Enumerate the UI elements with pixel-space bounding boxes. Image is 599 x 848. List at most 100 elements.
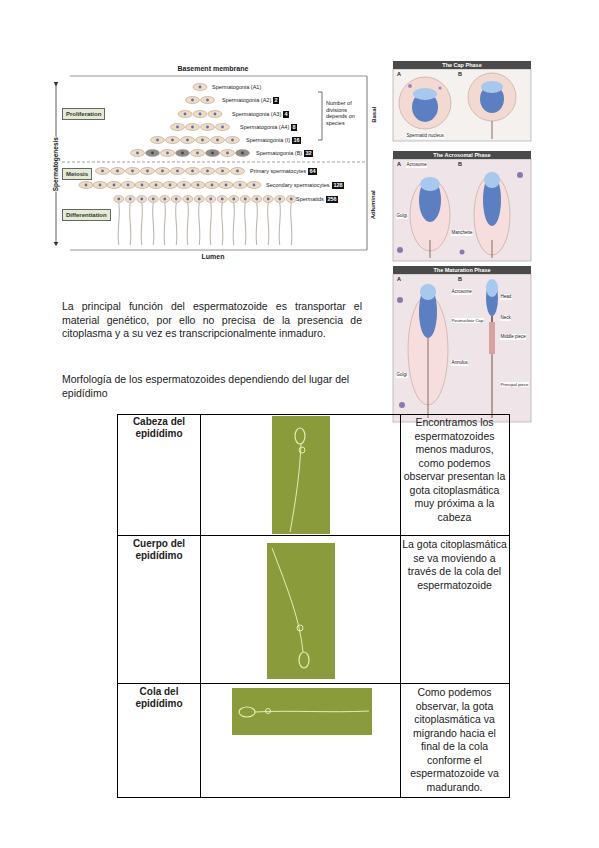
germ-cell bbox=[286, 196, 296, 203]
phase-box: Differentiation bbox=[62, 209, 111, 221]
germ-cell bbox=[193, 111, 207, 118]
table-cell: Encontramos los espermatozoides menos ma… bbox=[402, 416, 507, 524]
golgi-dot bbox=[438, 86, 441, 89]
cell-nucleus bbox=[241, 152, 244, 155]
panel-frame bbox=[393, 69, 531, 141]
germ-cell bbox=[217, 196, 227, 203]
cell-nucleus bbox=[201, 139, 204, 142]
sperm-tail bbox=[176, 203, 177, 245]
part-label: Golgi bbox=[396, 372, 408, 378]
cell-nucleus bbox=[152, 198, 155, 201]
tail bbox=[430, 240, 431, 258]
panel-letter: A bbox=[397, 71, 401, 78]
germ-cell bbox=[229, 196, 239, 203]
cell-nucleus bbox=[175, 198, 178, 201]
cell-label: Spermatogonia (A3) bbox=[232, 111, 281, 118]
part-label: Annulus bbox=[451, 360, 468, 366]
part-label: Neck bbox=[500, 315, 511, 321]
germ-cell bbox=[275, 196, 285, 203]
table-rule bbox=[117, 414, 509, 415]
neck bbox=[491, 316, 493, 322]
panel-title-bar: The Cap Phase bbox=[393, 61, 531, 69]
germ-cell bbox=[171, 124, 185, 131]
cell-nucleus bbox=[140, 198, 143, 201]
cell-nucleus bbox=[163, 198, 166, 201]
region-label: Basement membrane bbox=[178, 65, 249, 74]
cell-nucleus bbox=[196, 152, 199, 155]
phase-label: Meiosis bbox=[66, 171, 88, 177]
germ-cell bbox=[208, 111, 222, 118]
cell-nucleus bbox=[184, 113, 187, 116]
cell-label: Spermatids bbox=[296, 196, 324, 203]
germ-cell bbox=[201, 97, 215, 104]
cell-nucleus bbox=[176, 126, 179, 129]
cell-nucleus bbox=[113, 184, 116, 187]
sperm-tail bbox=[291, 203, 292, 245]
germ-cell bbox=[93, 182, 107, 189]
cell-label: Secondary spermatocytes bbox=[266, 182, 330, 189]
part-label: Head bbox=[500, 294, 512, 300]
germ-cell bbox=[219, 182, 233, 189]
table-cell: Cola del epidídimo bbox=[119, 686, 199, 710]
count-badge: 2 bbox=[273, 97, 279, 104]
sperm-tail bbox=[279, 203, 280, 245]
cell-nucleus bbox=[211, 184, 214, 187]
cell-nucleus bbox=[253, 184, 256, 187]
sperm-tail bbox=[130, 203, 131, 245]
germ-cell bbox=[231, 168, 245, 175]
germ-cell bbox=[201, 124, 215, 131]
germ-cell bbox=[193, 84, 207, 91]
part-label: Acrosome bbox=[406, 162, 427, 168]
germ-cell bbox=[96, 168, 110, 175]
sertoli-nucleus bbox=[397, 297, 403, 303]
cell-nucleus bbox=[129, 198, 132, 201]
cell-nucleus bbox=[191, 170, 194, 173]
sperm-tail bbox=[187, 203, 188, 245]
table-heading: Morfología de los espermatozoides depend… bbox=[62, 372, 367, 400]
cell-nucleus bbox=[221, 198, 224, 201]
cell-nucleus bbox=[221, 170, 224, 173]
germ-cell bbox=[160, 196, 170, 203]
table-rule bbox=[117, 414, 118, 798]
sertoli-nucleus bbox=[399, 402, 405, 408]
acrosome-cap bbox=[481, 81, 503, 93]
panel-title-bar: The Maturation Phase bbox=[393, 266, 531, 274]
sperm-tail bbox=[272, 548, 303, 652]
cell-nucleus bbox=[146, 170, 149, 173]
germ-cell bbox=[107, 182, 121, 189]
table-cell: Cabeza del epidídimo bbox=[119, 416, 199, 440]
cell-nucleus bbox=[127, 184, 130, 187]
tail bbox=[428, 338, 429, 418]
cell-nucleus bbox=[290, 198, 293, 201]
panel-letter: B bbox=[458, 276, 462, 283]
part-label: Golgi bbox=[396, 213, 408, 219]
cell-nucleus bbox=[209, 198, 212, 201]
germ-cell bbox=[156, 168, 170, 175]
panel-letter: A bbox=[397, 276, 401, 283]
cell-pyramid bbox=[79, 84, 296, 246]
cell-nucleus bbox=[216, 139, 219, 142]
cell-nucleus bbox=[199, 113, 202, 116]
count-badge: 32 bbox=[304, 150, 313, 157]
cell-nucleus bbox=[214, 113, 217, 116]
germ-cell bbox=[178, 111, 192, 118]
germ-cell bbox=[163, 182, 177, 189]
table-rule bbox=[117, 683, 509, 684]
cell-nucleus bbox=[141, 184, 144, 187]
cell-nucleus bbox=[101, 170, 104, 173]
panel-letter: B bbox=[458, 71, 462, 78]
cell-nucleus bbox=[198, 198, 201, 201]
germ-cell bbox=[252, 196, 262, 203]
part-label: Manchette bbox=[451, 230, 473, 236]
cell-nucleus bbox=[169, 184, 172, 187]
table-cell: Como podemos observar, la gota citoplasm… bbox=[402, 686, 507, 794]
bracket-note: Number of divisions depends on species bbox=[326, 100, 364, 126]
sperm-head bbox=[295, 428, 305, 444]
table-rule bbox=[200, 414, 201, 798]
part-label: Postnuclear Cap bbox=[451, 318, 484, 323]
germ-cell bbox=[247, 182, 261, 189]
cell-nucleus bbox=[232, 198, 235, 201]
sertoli-nucleus bbox=[517, 172, 523, 178]
sperm-head bbox=[299, 652, 309, 668]
germ-cell bbox=[181, 137, 195, 144]
